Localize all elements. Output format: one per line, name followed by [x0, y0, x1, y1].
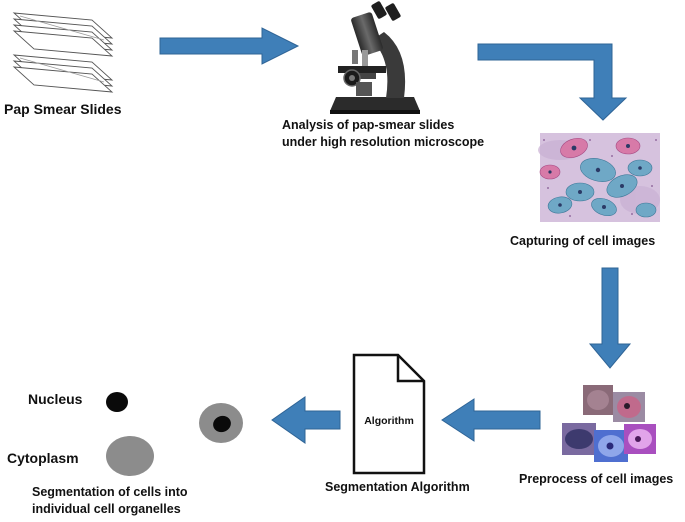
algorithm-document-icon: Algorithm [352, 353, 426, 475]
slides-stack-icon [12, 12, 114, 93]
cytoplasm-shape-icon [106, 436, 154, 476]
analysis-label-line2: under high resolution microscope [282, 135, 485, 149]
segmentation-algorithm-label: Segmentation Algorithm [325, 480, 470, 494]
microscope-icon [330, 1, 420, 114]
cytoplasm-label: Cytoplasm [7, 450, 79, 466]
preprocess-label: Preprocess of cell images [519, 472, 674, 486]
flow-arrow-5 [271, 396, 341, 444]
result-label-line1: Segmentation of cells into [32, 485, 188, 499]
algorithm-doc-label: Algorithm [364, 415, 414, 427]
nucleus-shape-icon [106, 392, 128, 412]
flow-arrow-1 [159, 27, 300, 65]
flow-arrow-4 [441, 398, 541, 442]
nucleus-label: Nucleus [28, 391, 83, 407]
flow-arrow-2 [477, 43, 628, 121]
analysis-label-line1: Analysis of pap-smear slides [282, 118, 455, 132]
segmented-cell-icon [199, 403, 243, 443]
cell-micrograph-image [538, 133, 660, 222]
flow-arrow-3 [588, 267, 632, 369]
result-label-line2: individual cell organelles [32, 502, 181, 516]
capture-label: Capturing of cell images [510, 234, 656, 248]
slides-label: Pap Smear Slides [4, 101, 122, 117]
preprocessed-cells-image [562, 385, 656, 462]
